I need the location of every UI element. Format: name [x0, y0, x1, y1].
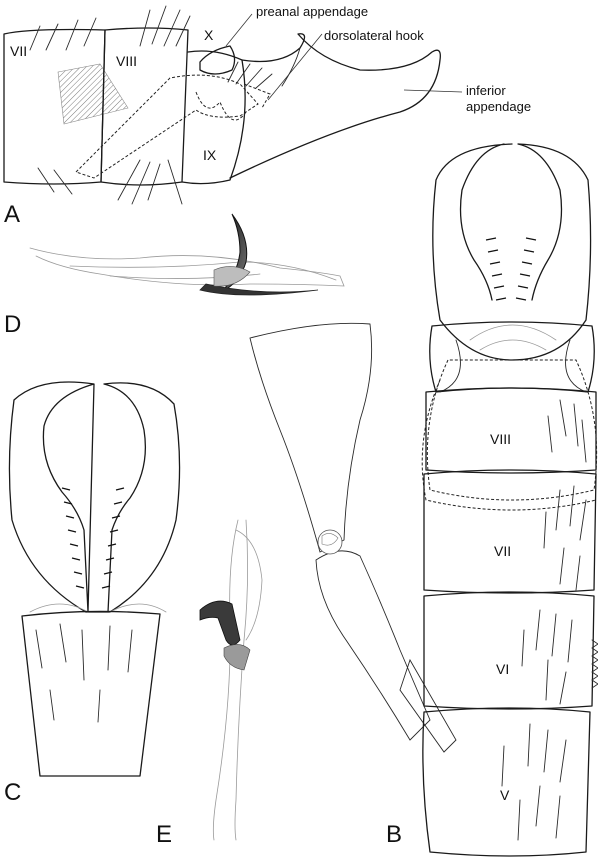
panel-b-segment-vi: [423, 591, 595, 710]
label-a-viii: VIII: [116, 53, 137, 69]
label-b-vi: VI: [496, 661, 509, 677]
panel-b-drawing: VIII VII VI V B: [386, 143, 598, 857]
preanal-appendage-shape: [199, 45, 236, 75]
panel-label-b: B: [386, 821, 402, 848]
panel-b-inferior-appendages: [432, 143, 592, 361]
label-b-viii: VIII: [490, 431, 511, 447]
label-a-x: X: [204, 27, 214, 43]
panel-label-e: E: [156, 821, 172, 848]
panel-a-drawing: VII VIII IX X preanal appendage dorsolat…: [3, 4, 531, 228]
panel-a-setae: [29, 5, 273, 205]
phallus-dorsal-shaft: [212, 519, 248, 841]
inferior-appendages-outline: [8, 381, 181, 613]
label-dorsolateral-hook: dorsolateral hook: [324, 28, 424, 43]
lateral-serration: [591, 639, 598, 689]
phallus-shaft: [29, 247, 345, 287]
label-a-ix: IX: [203, 147, 217, 163]
label-appendage: appendage: [466, 99, 531, 114]
label-a-vii: VII: [10, 43, 27, 59]
label-inferior: inferior: [466, 83, 506, 98]
segment-ix-plate: [181, 50, 246, 185]
leg-femur: [315, 550, 431, 741]
panel-b-setae: [501, 399, 587, 841]
dorsolateral-hook-dorsal: [199, 600, 241, 646]
panel-e-drawing: E: [156, 519, 263, 848]
panel-b-segment-v: [422, 707, 591, 857]
label-b-v: V: [500, 787, 510, 803]
inferior-appendage-outline: [229, 33, 441, 179]
panel-b-spine-rows: [485, 237, 537, 301]
label-preanal-appendage: preanal appendage: [256, 4, 368, 19]
leg-tibia: [399, 658, 457, 753]
phallus-dotted-outline: [75, 74, 259, 179]
leg-coxa: [249, 322, 373, 553]
panel-b-segment-viii: [425, 387, 597, 474]
panel-label-d: D: [4, 311, 21, 338]
inner-spine-rows: [61, 487, 125, 589]
label-b-vii: VII: [494, 543, 511, 559]
panel-b-segment-vii: [423, 469, 597, 594]
hatched-patch: [57, 63, 129, 125]
panel-d-drawing: D: [4, 213, 345, 338]
panel-label-a: A: [4, 201, 20, 228]
panel-b-dotted-outline: [426, 359, 598, 501]
leg-drawing: [249, 322, 457, 753]
panel-label-c: C: [4, 779, 21, 806]
panel-c-drawing: C: [4, 381, 181, 806]
basal-plate: [21, 610, 161, 777]
